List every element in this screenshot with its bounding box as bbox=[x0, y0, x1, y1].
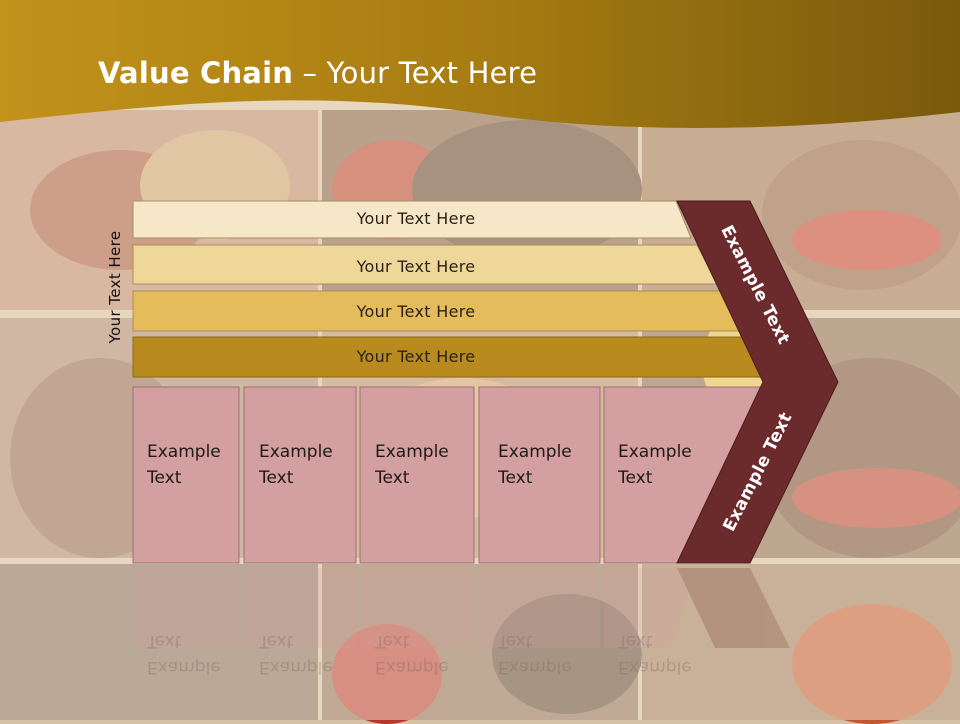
header-band bbox=[0, 0, 960, 128]
box-3 bbox=[359, 386, 475, 564]
page-title: Value Chain – Your Text Here bbox=[98, 56, 538, 90]
box-1 bbox=[132, 386, 240, 564]
bar-1 bbox=[132, 200, 692, 239]
chevron-arrow bbox=[676, 200, 839, 564]
bar-3-label: Your Text Here bbox=[356, 302, 476, 321]
bar-4-label: Your Text Here bbox=[356, 347, 476, 366]
bg-photo-top-right bbox=[642, 110, 960, 310]
reflection bbox=[133, 568, 790, 648]
box-2 bbox=[243, 386, 357, 564]
bar-1-label: Your Text Here bbox=[356, 209, 476, 228]
bg-photo-bottom-right bbox=[642, 564, 960, 724]
bar-2-label: Your Text Here bbox=[356, 257, 476, 276]
bg-photo-bottom-center bbox=[322, 564, 642, 724]
bg-photo-bottom-left bbox=[0, 564, 318, 720]
box-4 bbox=[478, 386, 601, 564]
